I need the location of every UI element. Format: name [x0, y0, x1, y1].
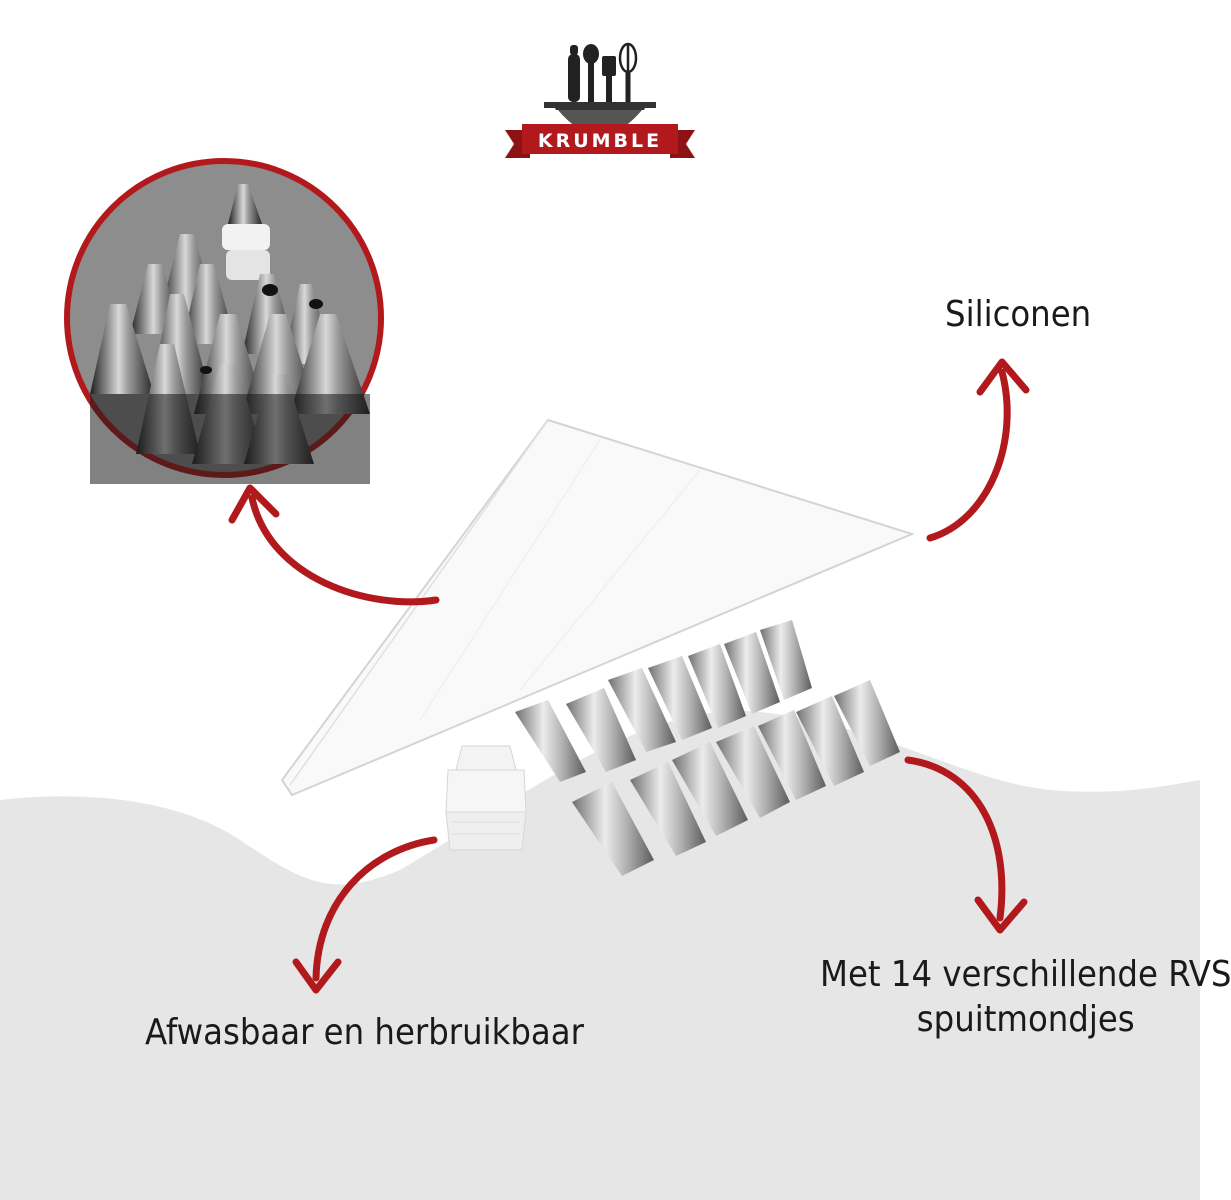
callout-washable: Afwasbaar en herbruikbaar: [145, 1012, 584, 1053]
callout-nozzles-line1: Met 14 verschillende RVS: [820, 954, 1231, 995]
arrow-to-silicone: [926, 358, 1030, 542]
product-infographic: KRUMBLE: [0, 42, 1231, 1200]
whisk-icon: [618, 42, 638, 102]
product-illustration: [228, 358, 1030, 994]
callout-nozzles-line2: spuitmondjes: [916, 999, 1135, 1040]
background-wave: [0, 711, 1200, 1200]
spatula-icon: [602, 56, 616, 106]
coupler: [445, 745, 527, 851]
callout-silicone: Siliconen: [945, 294, 1092, 335]
spoon-icon: [583, 44, 599, 106]
brand-ribbon: [505, 124, 695, 158]
krumble-logo: [505, 42, 695, 158]
nozzle-closeup-circle: [64, 158, 384, 484]
arrow-to-closeup: [228, 484, 440, 606]
nozzle-closeup-image: [90, 184, 370, 484]
brand-name: KRUMBLE: [537, 130, 663, 152]
arrow-to-nozzles: [904, 756, 1028, 934]
arrow-to-washable: [292, 836, 438, 994]
callout-nozzles: Met 14 verschillende RVS spuitmondjes: [820, 952, 1231, 1042]
nozzle-set: [515, 620, 900, 876]
